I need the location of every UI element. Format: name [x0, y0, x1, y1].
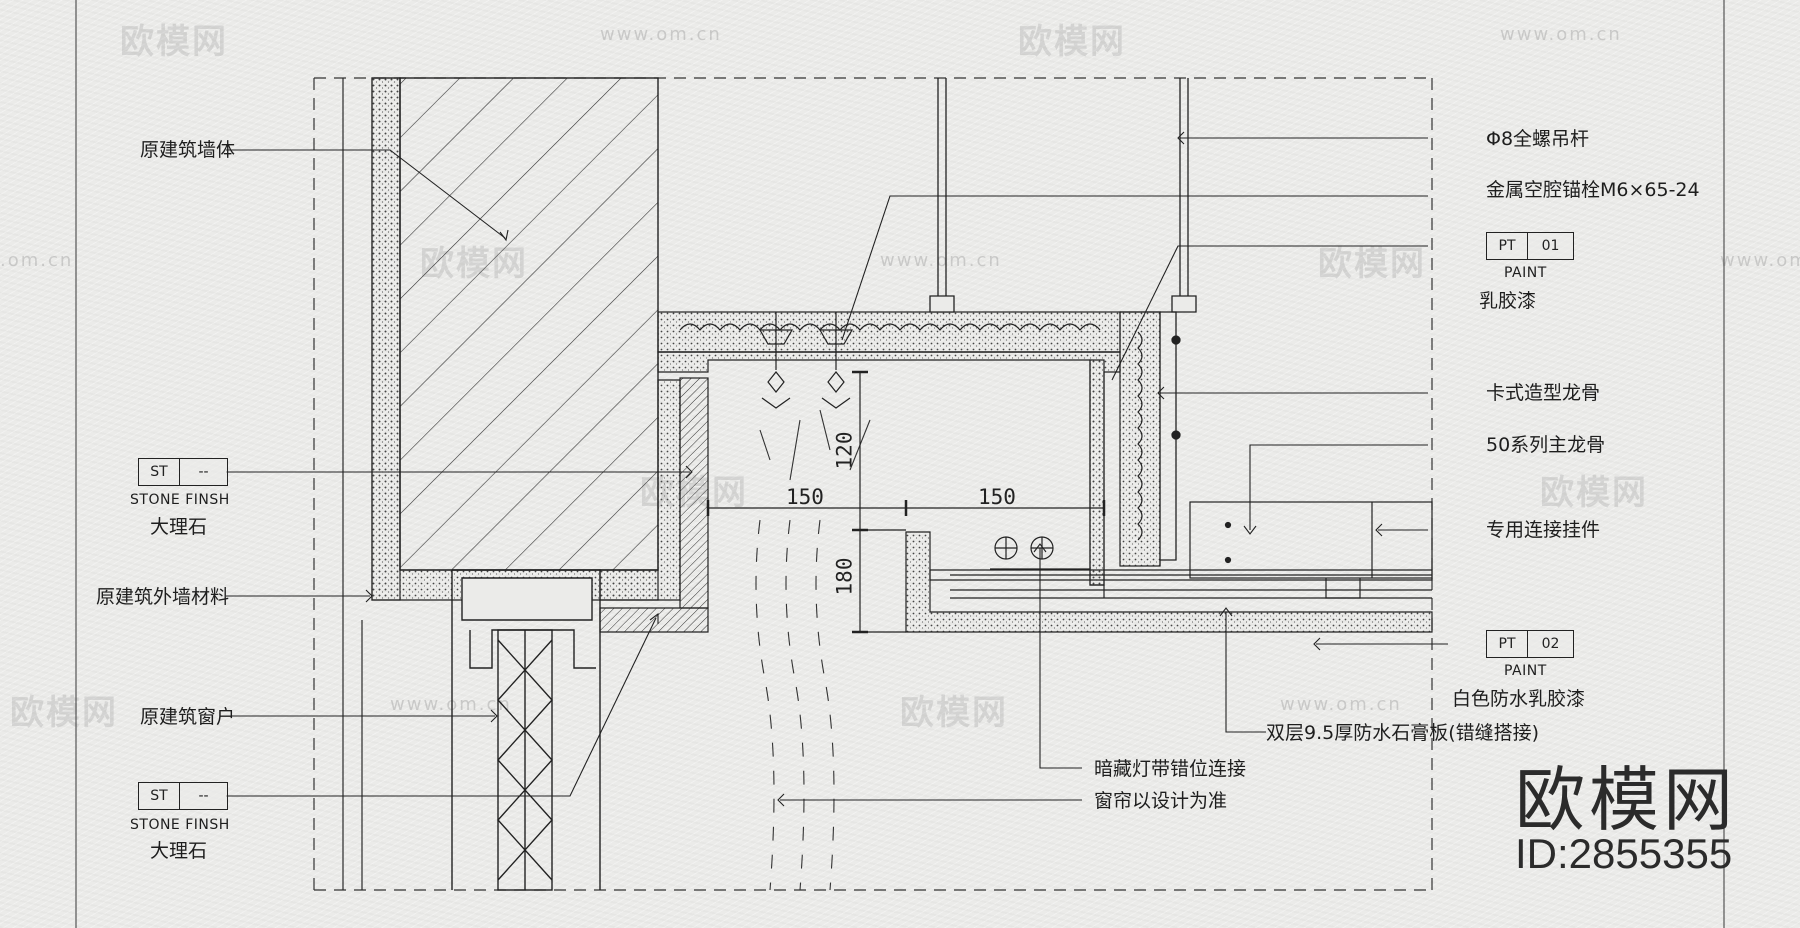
- dim-150-left: 150: [786, 485, 824, 509]
- leader-lines: [226, 131, 1448, 807]
- label-paint: PAINT: [1504, 265, 1547, 281]
- watermark: 欧模网: [900, 693, 1008, 733]
- tag-code: PT: [1487, 631, 1528, 657]
- watermark-url: www.om.cn: [1500, 24, 1622, 45]
- tag-code: ST: [139, 459, 180, 485]
- ceiling-slab: [657, 311, 1121, 353]
- watermark: 欧模网: [1018, 22, 1126, 62]
- label-gypsum: 双层9.5厚防水石膏板(错缝搭接): [1266, 722, 1540, 744]
- label-stone-finish: STONE FINSH: [130, 492, 230, 508]
- watermark-url: www.om.cn: [880, 250, 1002, 271]
- hanging-rods: [929, 78, 1197, 561]
- window-frame: [451, 569, 601, 891]
- label-card-keel: 卡式造型龙骨: [1486, 382, 1601, 404]
- dim-180: 180: [832, 557, 857, 596]
- tag-number: 02: [1541, 636, 1560, 652]
- watermark: 欧模网: [120, 22, 228, 62]
- curtain: [755, 409, 871, 891]
- label-hanger: 专用连接挂件: [1486, 519, 1601, 541]
- label-anchor: 金属空腔锚栓M6×65-24: [1486, 179, 1700, 201]
- label-marble: 大理石: [150, 516, 208, 538]
- watermark: 欧模网: [10, 693, 118, 733]
- tag-number: 01: [1541, 238, 1560, 254]
- main-keel-block: [1189, 501, 1433, 599]
- label-latex: 乳胶漆: [1479, 290, 1537, 312]
- label-wall: 原建筑墙体: [140, 139, 236, 161]
- dim-120: 120: [832, 431, 857, 470]
- anchor-bolts: [758, 312, 854, 409]
- tag-number: --: [198, 464, 209, 480]
- label-led: 暗藏灯带错位连接: [1094, 758, 1247, 780]
- watermark-url: www.om.cn: [1280, 694, 1402, 715]
- label-curtain: 窗帘以设计为准: [1094, 790, 1228, 812]
- tag-code: ST: [139, 783, 180, 809]
- tag-st-lower: ST --: [138, 782, 228, 810]
- label-ext-wall: 原建筑外墙材料: [96, 586, 230, 608]
- watermark-url: www.om.cn: [1720, 250, 1800, 271]
- watermark-url: .om.cn: [0, 250, 74, 271]
- watermark: 欧模网: [1540, 473, 1648, 513]
- label-white-latex: 白色防水乳胶漆: [1452, 688, 1586, 710]
- label-rod: Φ8全螺吊杆: [1486, 128, 1590, 150]
- watermark-url: www.om.cn: [390, 694, 512, 715]
- watermark: 欧模网: [1318, 244, 1426, 284]
- dim-150-right: 150: [978, 485, 1016, 509]
- dimension-lines: [706, 370, 1106, 634]
- tag-pt01: PT 01: [1486, 232, 1574, 260]
- building-wall: [371, 77, 709, 633]
- led-strip: [990, 536, 1090, 570]
- tag-st-upper: ST --: [138, 458, 228, 486]
- label-paint: PAINT: [1504, 663, 1547, 679]
- card-keel: [1119, 311, 1161, 567]
- label-stone-finish: STONE FINSH: [130, 817, 230, 833]
- label-marble: 大理石: [150, 840, 208, 862]
- label-window: 原建筑窗户: [140, 706, 236, 728]
- watermark-url: www.om.cn: [600, 24, 722, 45]
- tag-pt02: PT 02: [1486, 630, 1574, 658]
- brand-id: ID:2855355: [1515, 830, 1733, 877]
- tag-code: PT: [1487, 233, 1528, 259]
- gypsum-soffit: [657, 351, 1433, 633]
- label-main-keel: 50系列主龙骨: [1486, 434, 1606, 456]
- tag-number: --: [198, 788, 209, 804]
- brand-logo-text: 欧模网: [1515, 759, 1737, 841]
